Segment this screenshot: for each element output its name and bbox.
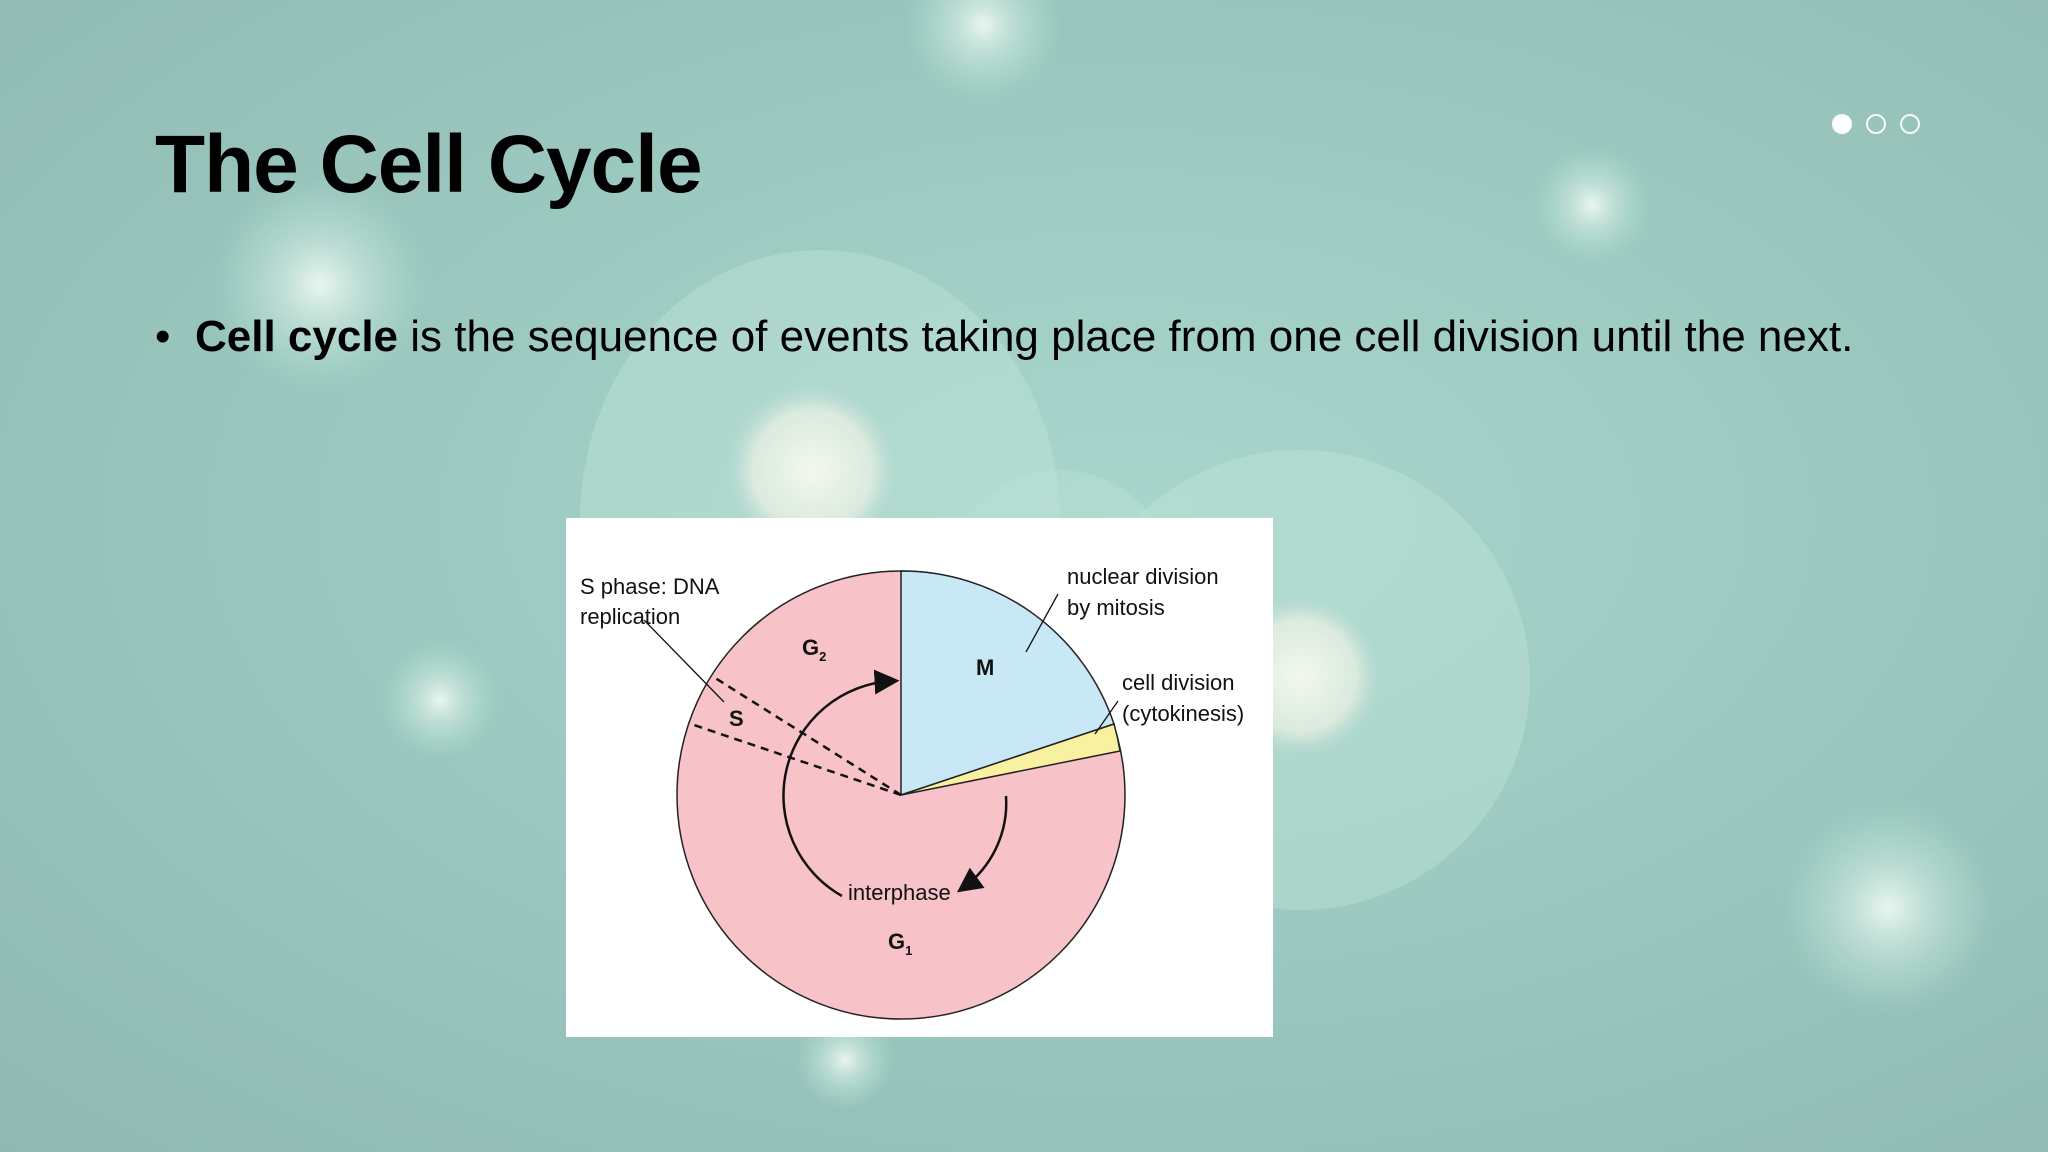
- label-g1-subscript: 1: [905, 943, 912, 958]
- label-cell-division-line1: cell division: [1122, 670, 1235, 695]
- label-cell-division-line2: (cytokinesis): [1122, 701, 1244, 726]
- bullet-term: Cell cycle: [195, 312, 398, 361]
- label-g1-letter: G: [888, 929, 905, 954]
- label-g2-letter: G: [802, 635, 819, 660]
- pager-dot-3[interactable]: [1900, 114, 1920, 134]
- pointer-s-phase: [644, 620, 724, 702]
- bullet-item: • Cell cycle is the sequence of events t…: [155, 310, 1895, 364]
- label-s-phase-line2: replication: [580, 604, 680, 629]
- label-m: M: [976, 655, 994, 680]
- bullet-definition: is the sequence of events taking place f…: [398, 312, 1853, 361]
- label-s-phase-line1: S phase: DNA: [580, 574, 720, 599]
- pager-dot-2[interactable]: [1866, 114, 1886, 134]
- slide-pager: [1832, 114, 1920, 134]
- label-s: S: [729, 706, 744, 731]
- label-nuclear-line1: nuclear division: [1067, 564, 1219, 589]
- label-interphase: interphase: [848, 880, 951, 905]
- pager-dot-1[interactable]: [1832, 114, 1852, 134]
- cell-cycle-diagram: S phase: DNA replication nuclear divisio…: [566, 518, 1273, 1037]
- label-g2-subscript: 2: [819, 649, 826, 664]
- label-nuclear-line2: by mitosis: [1067, 595, 1165, 620]
- bullet-marker: •: [155, 310, 195, 364]
- slide-title: The Cell Cycle: [155, 118, 702, 212]
- bullet-text: Cell cycle is the sequence of events tak…: [195, 310, 1853, 364]
